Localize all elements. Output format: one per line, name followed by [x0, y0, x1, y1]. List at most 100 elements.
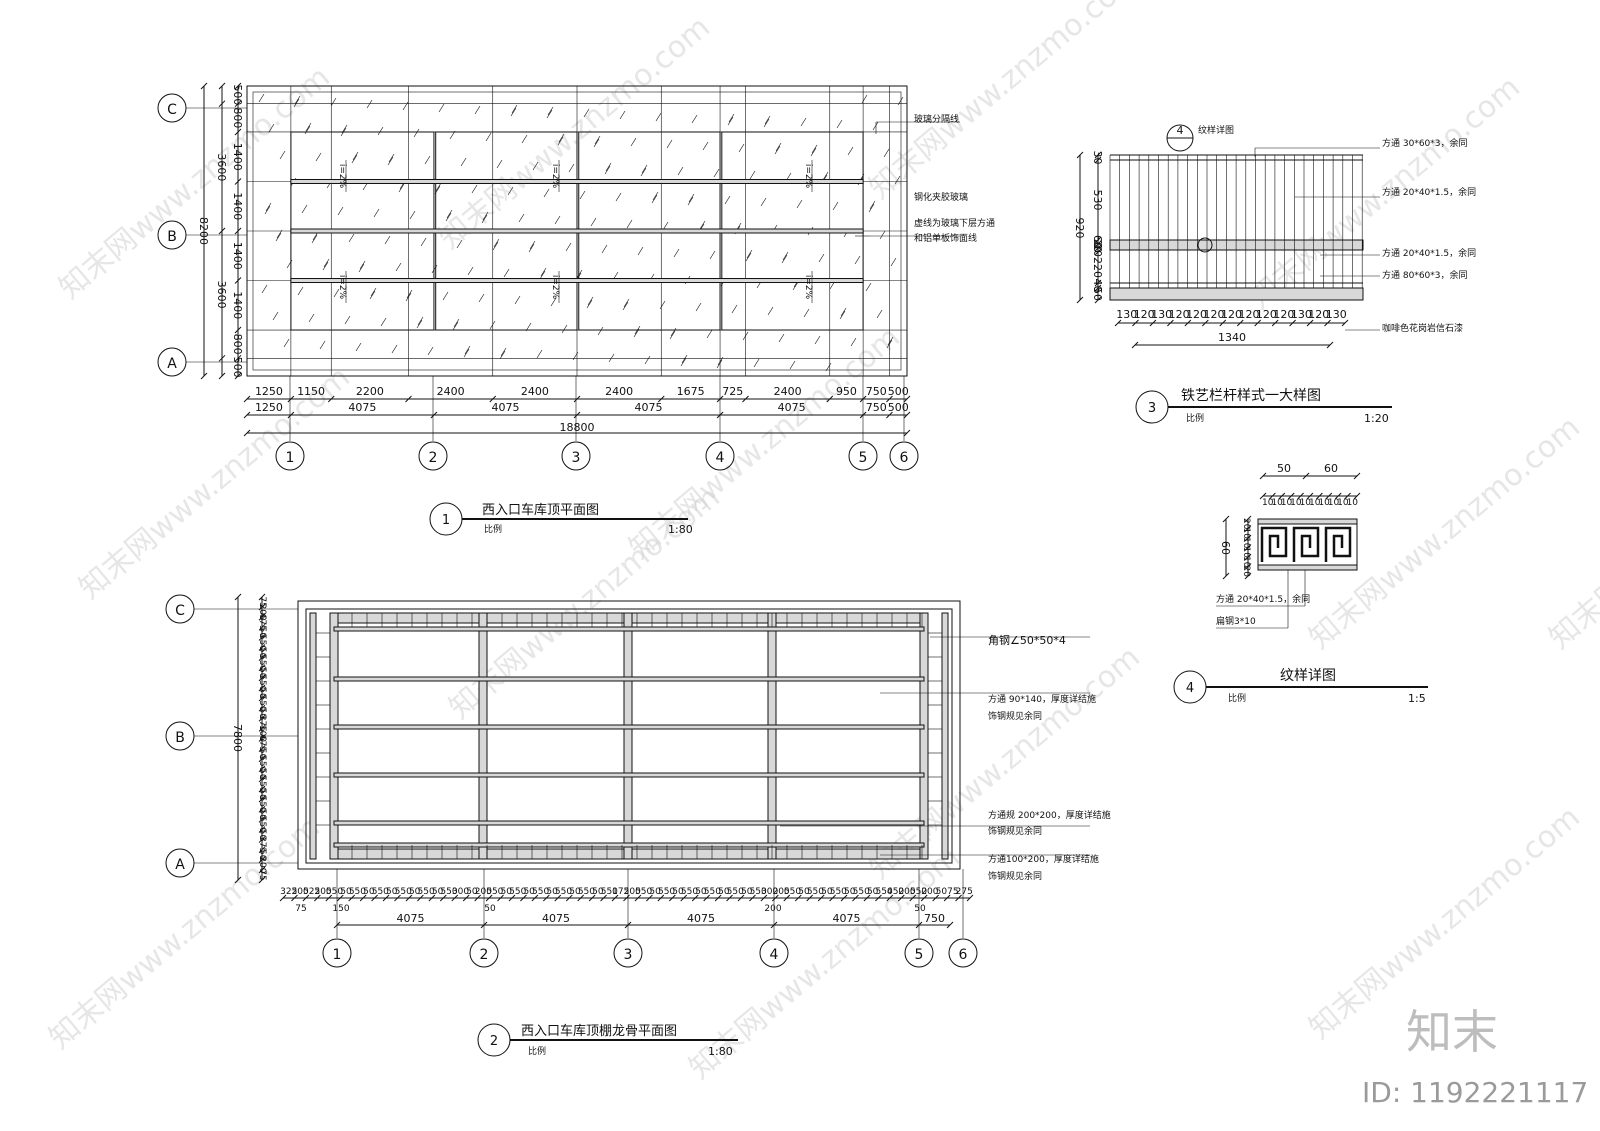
dimension-tick: [1094, 279, 1102, 287]
glass-hatch-mark: [615, 192, 622, 202]
dimension-text: 550: [509, 887, 526, 897]
glass-hatch-mark: [391, 344, 398, 354]
dimension-text: 120: [1169, 308, 1190, 321]
plan-1-note: 钢化夹胶玻璃: [914, 191, 968, 203]
dimension-tick: [817, 894, 825, 902]
glass-hatch-mark: [463, 348, 470, 358]
dimension-text: 130: [1116, 308, 1137, 321]
glass-hatch-mark: [518, 213, 525, 223]
plan-2-outline: [297, 600, 961, 870]
axis-bubble-4-label: 4: [770, 947, 779, 963]
glass-hatch-mark: [359, 260, 366, 270]
dimension-text: 550: [372, 887, 389, 897]
dimension-text: 550: [727, 887, 744, 897]
pattern-bottom-bar: [1257, 564, 1358, 571]
axis-bubble-3-circle: [613, 938, 643, 968]
glass-hatch-mark: [377, 126, 384, 136]
dimension-tick: [218, 372, 226, 380]
dimension-tick: [1254, 319, 1262, 327]
watermark-layer: 知末网www.znzmo.com知末网www.znzmo.com知末网www.z…: [43, 0, 1600, 1086]
glass-hatch-mark: [435, 182, 442, 192]
plan-1-title-number: 1: [442, 513, 450, 528]
glass-hatch-mark: [847, 146, 854, 156]
dimension-tick: [1244, 563, 1252, 570]
dimension-tick: [1289, 319, 1296, 327]
dimension-text: 50: [1277, 462, 1291, 475]
glass-hatch-mark: [311, 234, 318, 244]
pattern-band: [1109, 239, 1364, 251]
dimension-tick: [634, 894, 642, 902]
glass-hatch-mark: [568, 163, 575, 173]
glass-hatch-mark: [453, 318, 460, 328]
glass-hatch-mark: [796, 199, 803, 209]
dimension-tick: [749, 894, 756, 902]
dimension-tick: [903, 395, 911, 403]
dimension-text: 1400: [231, 242, 244, 270]
glass-hatch-mark: [493, 238, 500, 248]
dimension-tick: [1076, 151, 1084, 159]
dimension-text: 50: [718, 887, 730, 897]
dimension-tick: [258, 593, 266, 601]
glass-hatch-mark: [641, 164, 648, 174]
glass-hatch-mark: [749, 170, 756, 180]
dimension-tick: [462, 894, 470, 902]
dimension-text: 550: [910, 887, 927, 897]
glass-hatch-mark: [727, 116, 734, 126]
watermark-text: 知末网www.znzmo.com: [623, 320, 907, 566]
axis-bubble-B-circle: [165, 721, 195, 751]
axis-bubble-1-label: 1: [333, 947, 342, 963]
slope-label: i=2%: [337, 164, 347, 189]
axis-bubble-3-label: 3: [572, 450, 581, 466]
glass-hatch-mark: [485, 132, 492, 142]
secondary-beam: [333, 820, 925, 826]
glass-hatch-mark: [666, 139, 673, 149]
detail-3-ref-tag: 4 纹样详图: [1166, 124, 1234, 152]
dimension-total: 1340: [1218, 331, 1246, 344]
dimension-text: 200: [257, 856, 267, 873]
dimension-tick: [428, 894, 436, 902]
dimension-text: 75: [257, 596, 267, 607]
dimension-tick: [1271, 319, 1279, 327]
dimension-tick: [258, 795, 266, 803]
glass-hatch-mark: [305, 122, 312, 132]
dimension-tick: [1244, 534, 1252, 542]
dimension-tick: [258, 613, 266, 621]
dimension-text: 4075: [687, 912, 715, 925]
glass-hatch-mark: [604, 165, 611, 175]
dimension-text: 325: [280, 887, 297, 897]
plan-2-note: 角钢∠50*50*4: [988, 634, 1066, 647]
glass-hatch-mark: [528, 243, 535, 253]
dimension-tick: [1222, 572, 1230, 580]
glass-hatch-mark: [546, 109, 553, 119]
plan-2-scale: 1:80: [708, 1045, 733, 1058]
dimension-text: 750: [924, 912, 945, 925]
plan-1-slope-labels: i=2%i=2%i=2%i=2%i=2%i=2%: [337, 160, 813, 303]
dimension-tick: [668, 894, 676, 902]
dimension-text: 50: [821, 887, 833, 897]
dimension-tick: [243, 395, 251, 403]
underlying-tube-line: [290, 178, 864, 184]
glass-hatch-mark: [304, 125, 311, 135]
dimension-text: 4075: [348, 401, 376, 414]
perimeter-beam-left: [309, 612, 317, 860]
dimension-tick: [1326, 341, 1334, 349]
dimension-text: 10: [1281, 498, 1293, 508]
dimension-tick: [258, 805, 266, 813]
glass-hatch-mark: [344, 315, 351, 325]
dimension-tick: [932, 894, 940, 902]
axis-bubble-5-label: 5: [915, 947, 924, 963]
plan-1-roof: i=2%i=2%i=2%i=2%i=2%i=2% 玻璃分隔线钢化夹胶玻璃虚线为玻…: [157, 82, 995, 536]
plan-2-note: 方通100*200，厚度详结施: [988, 853, 1099, 865]
dimension-text: 450: [887, 887, 904, 897]
glass-hatch-mark: [536, 349, 543, 359]
dimension-tick: [1287, 492, 1295, 500]
glass-hatch-mark: [406, 289, 413, 299]
glass-hatch-mark: [746, 249, 753, 259]
dimension-tick: [903, 411, 911, 419]
detail-4-scale: 1:5: [1408, 692, 1426, 705]
glass-hatch-mark: [764, 115, 771, 125]
axis-bubble-3-label: 3: [624, 947, 633, 963]
dimension-tick: [806, 894, 814, 902]
dimension-tick: [405, 894, 413, 902]
axis-bubble-5-label: 5: [859, 450, 868, 466]
